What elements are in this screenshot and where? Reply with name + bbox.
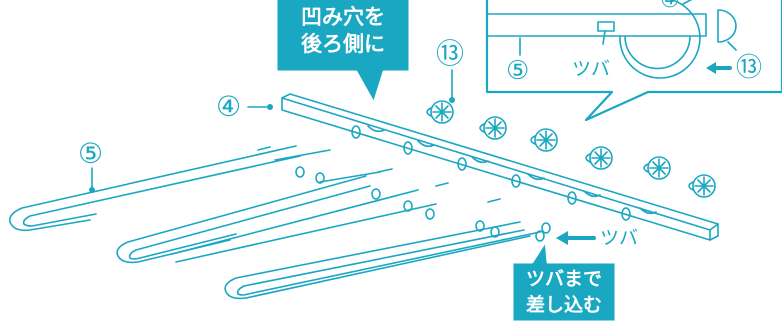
wire-hangers bbox=[8, 145, 551, 300]
flange-label: ツバ bbox=[600, 227, 639, 249]
part5-label: ⑤ bbox=[78, 137, 104, 170]
inset-detail bbox=[485, 0, 782, 122]
callout-recess-text: 凹み穴を 後ろ側に bbox=[301, 5, 385, 56]
inset-flange-label: ツバ bbox=[572, 58, 611, 80]
inset-part13-label: ⑬ bbox=[736, 53, 763, 83]
callout-insert-text: ツバまで 差し込む bbox=[525, 268, 602, 316]
callout-insert bbox=[510, 238, 618, 324]
inset-part4-label: ④ bbox=[660, 0, 680, 13]
callout-recess bbox=[274, 0, 412, 106]
part13-label: ⑬ bbox=[436, 37, 465, 70]
hanger-bar bbox=[281, 93, 719, 241]
end-caps bbox=[426, 100, 716, 198]
part4-label: ④ bbox=[216, 90, 242, 123]
inset-part5-label: ⑤ bbox=[506, 56, 530, 86]
